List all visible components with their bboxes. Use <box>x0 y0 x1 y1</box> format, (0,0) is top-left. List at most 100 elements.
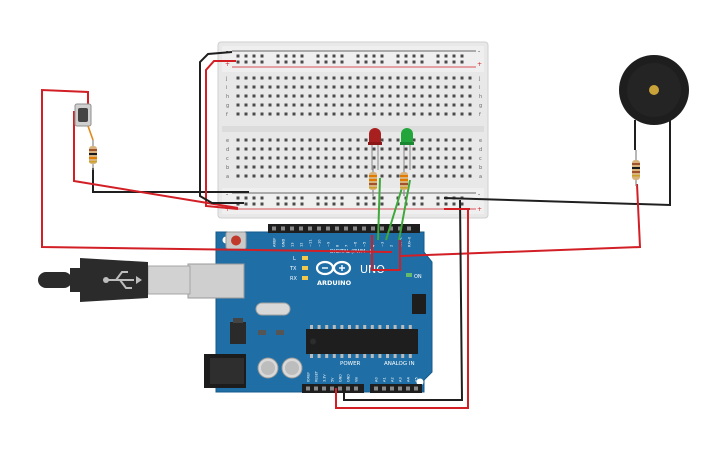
terminal-hole <box>332 156 336 160</box>
red-led[interactable] <box>368 128 382 170</box>
terminal-hole <box>364 147 368 151</box>
analog-pin[interactable] <box>374 386 378 391</box>
piezo-buzzer[interactable] <box>619 55 689 126</box>
terminal-hole <box>436 85 440 89</box>
terminal-hole <box>404 165 408 169</box>
rail-hole <box>300 202 304 206</box>
terminal-hole <box>388 165 392 169</box>
terminal-hole <box>412 112 416 116</box>
wire-red-rail-loop[interactable] <box>205 60 239 210</box>
wire-red-5v[interactable] <box>335 210 469 409</box>
terminal-hole <box>316 112 320 116</box>
power-pin[interactable] <box>346 386 350 391</box>
rail-hole <box>412 196 416 200</box>
analog-pin[interactable] <box>414 386 418 391</box>
rail-hole <box>284 54 288 58</box>
usb-plug-metal <box>147 265 191 295</box>
terminal-hole <box>252 174 256 178</box>
chip-pin <box>378 325 382 329</box>
terminal-hole <box>268 103 272 107</box>
power-pin[interactable] <box>330 386 334 391</box>
terminal-hole <box>292 147 296 151</box>
row-letter: i <box>226 85 227 91</box>
terminal-hole <box>292 112 296 116</box>
digital-pin[interactable] <box>299 226 303 231</box>
wire-black-gnd[interactable] <box>343 199 464 401</box>
reset-button-cap[interactable] <box>231 235 241 246</box>
wire-red-button-5v[interactable] <box>73 111 239 209</box>
rail-hole <box>412 60 416 64</box>
digital-pin[interactable] <box>362 226 366 231</box>
wire-green-red-led[interactable] <box>377 177 381 241</box>
terminal-hole <box>276 165 280 169</box>
terminal-hole <box>404 85 408 89</box>
analog-pin[interactable] <box>398 386 402 391</box>
power-pin[interactable] <box>338 386 342 391</box>
rail-hole <box>276 202 280 206</box>
digital-pin[interactable] <box>281 226 285 231</box>
terminal-hole <box>356 147 360 151</box>
terminal-hole <box>460 85 464 89</box>
green-led[interactable] <box>400 128 414 170</box>
terminal-hole <box>372 112 376 116</box>
digital-pin[interactable] <box>380 226 384 231</box>
rail-hole <box>420 54 424 58</box>
terminal-hole <box>380 103 384 107</box>
terminal-hole <box>396 103 400 107</box>
terminal-hole <box>340 85 344 89</box>
digital-pin[interactable] <box>344 226 348 231</box>
terminal-hole <box>276 112 280 116</box>
terminal-hole <box>332 85 336 89</box>
wire-black-button[interactable] <box>92 168 249 193</box>
terminal-hole <box>268 85 272 89</box>
mounting-hole <box>416 378 424 386</box>
rail-hole <box>340 202 344 206</box>
terminal-hole <box>460 76 464 80</box>
analog-pin[interactable] <box>382 386 386 391</box>
chip-pin <box>340 325 344 329</box>
terminal-hole <box>468 76 472 80</box>
usb-cable[interactable] <box>38 258 191 302</box>
power-pin[interactable] <box>354 386 358 391</box>
pushbutton[interactable] <box>74 103 92 127</box>
terminal-hole <box>380 156 384 160</box>
wire-black-buzzer[interactable] <box>443 118 671 207</box>
rail-hole <box>452 54 456 58</box>
digital-pin[interactable] <box>353 226 357 231</box>
digital-pin[interactable] <box>290 226 294 231</box>
power-pin[interactable] <box>322 386 326 391</box>
terminal-hole <box>380 174 384 178</box>
digital-pin[interactable] <box>335 226 339 231</box>
digital-pin[interactable] <box>317 226 321 231</box>
terminal-hole <box>364 156 368 160</box>
digital-pin[interactable] <box>371 226 375 231</box>
pushbutton-cap[interactable] <box>78 108 88 122</box>
digital-pin[interactable] <box>326 226 330 231</box>
row-letter: f <box>479 112 481 118</box>
wire-red-buzzer[interactable] <box>399 183 642 257</box>
digital-pin[interactable] <box>398 226 402 231</box>
terminal-hole <box>324 85 328 89</box>
terminal-hole <box>460 165 464 169</box>
wire-red-button-signal[interactable] <box>41 88 393 253</box>
digital-pin[interactable] <box>389 226 393 231</box>
analog-pin[interactable] <box>406 386 410 391</box>
regulator-tab <box>233 318 243 323</box>
rail-hole <box>316 54 320 58</box>
digital-pin[interactable] <box>308 226 312 231</box>
rail-plus-label-bottom-right: + <box>477 206 482 213</box>
terminal-hole <box>332 138 336 142</box>
power-pin[interactable] <box>306 386 310 391</box>
analog-pin[interactable] <box>390 386 394 391</box>
power-pin[interactable] <box>314 386 318 391</box>
power-pin-label: IOREF <box>307 372 311 382</box>
terminal-hole <box>236 85 240 89</box>
rail-hole <box>436 202 440 206</box>
wire-green-extra[interactable] <box>398 179 411 241</box>
digital-pin[interactable] <box>407 226 411 231</box>
terminal-hole <box>372 103 376 107</box>
wire-black-rail-loop[interactable] <box>199 51 244 204</box>
digital-pin[interactable] <box>272 226 276 231</box>
